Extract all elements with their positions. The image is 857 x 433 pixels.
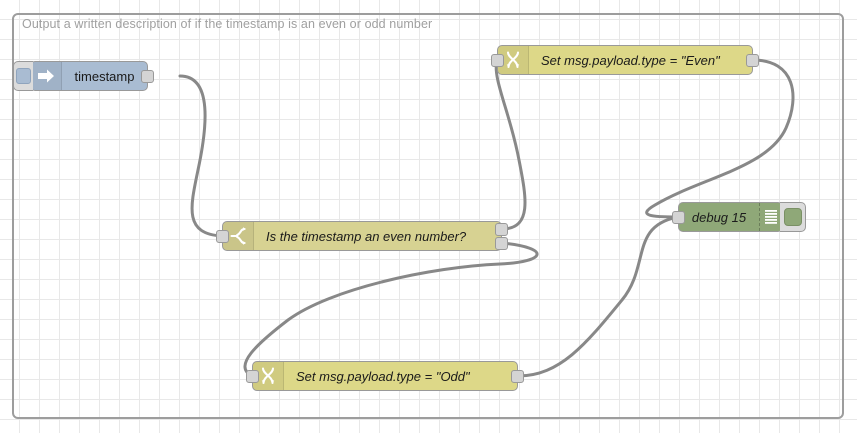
node-switch-even-check[interactable]: Is the timestamp an even number? <box>216 221 508 251</box>
node-label-change-even: Set msg.payload.type = "Even" <box>541 52 720 68</box>
port-output-switch-2[interactable] <box>495 237 508 250</box>
port-output-change-odd[interactable] <box>511 370 524 383</box>
inject-arrow-icon <box>31 62 62 90</box>
node-change-even[interactable]: Set msg.payload.type = "Even" <box>491 45 759 75</box>
port-input-switch[interactable] <box>216 230 229 243</box>
node-inject-timestamp[interactable]: timestamp <box>13 61 154 91</box>
node-label-change-odd: Set msg.payload.type = "Odd" <box>296 368 470 384</box>
wire-inject-to-switch[interactable] <box>178 74 224 238</box>
debug-lines-icon <box>759 203 782 231</box>
port-input-change-even[interactable] <box>491 54 504 67</box>
inject-button-inner <box>16 68 31 84</box>
port-output-inject[interactable] <box>141 70 154 83</box>
node-debug-15[interactable]: debug 15 <box>672 202 806 232</box>
node-label-debug: debug 15 <box>691 209 747 225</box>
node-change-odd[interactable]: Set msg.payload.type = "Odd" <box>246 361 524 391</box>
flow-group-label: Output a written description of if the t… <box>22 17 433 31</box>
debug-toggle-inner <box>783 208 802 226</box>
wire-switch-out2-to-odd[interactable] <box>243 241 539 378</box>
wire-switch-out1-to-even[interactable] <box>494 58 527 231</box>
node-label-switch: Is the timestamp an even number? <box>266 228 467 244</box>
wire-odd-to-debug[interactable] <box>516 215 680 378</box>
debug-enable-toggle[interactable] <box>780 202 806 232</box>
port-output-switch-1[interactable] <box>495 223 508 236</box>
wire-even-to-debug[interactable] <box>645 58 795 219</box>
port-input-debug[interactable] <box>672 211 685 224</box>
port-output-change-even[interactable] <box>746 54 759 67</box>
port-input-change-odd[interactable] <box>246 370 259 383</box>
inject-trigger-button[interactable] <box>13 61 33 91</box>
node-label-inject: timestamp <box>74 68 135 84</box>
